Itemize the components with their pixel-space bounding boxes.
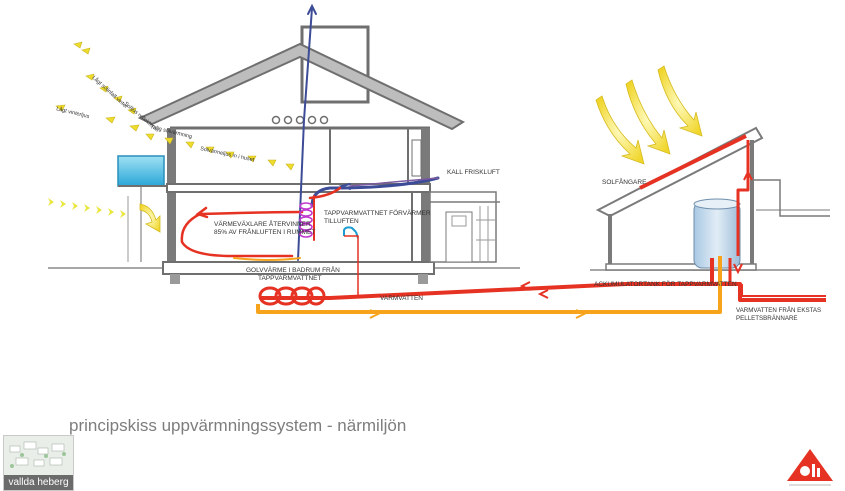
annex	[429, 191, 500, 263]
label-extern-1: VARMVATTEN FRÅN EKSTAS	[736, 307, 821, 314]
label-tilluften: TILLUFTEN	[324, 218, 359, 225]
pipe-arrows	[369, 169, 753, 319]
labels: KALL FRISKLUFT TAPPVARMVATTNET FÖRVÄRMER…	[214, 169, 821, 322]
pipes	[256, 140, 826, 314]
sun-arrows-left	[55, 41, 295, 171]
thumbnail-image	[4, 436, 73, 476]
sun-rays-horizontal	[48, 198, 126, 218]
label-ackumulatortank: ACKUMULATORTANK FÖR TAPPVARMVATTEN	[594, 280, 737, 288]
house-main	[137, 25, 466, 284]
tap-pipe	[344, 235, 359, 296]
thumbnail[interactable]: vallda heberg	[3, 435, 74, 491]
label-tappvarm-forvarmer: TAPPVARMVATTNET FÖRVÄRMER	[324, 209, 431, 217]
sun-text-5: Solvärmeljus in i huset	[200, 146, 256, 163]
accumulator-tank	[693, 198, 741, 269]
solar-collector	[639, 134, 747, 190]
label-kall-friskluft: KALL FRISKLUFT	[447, 169, 500, 176]
label-golvvarme-2: TAPPVARMVATTNET	[258, 275, 321, 282]
label-varmevaxlare-1: VÄRMEVÄXLARE ÅTERVINNER	[214, 219, 311, 228]
company-logo	[787, 449, 833, 486]
caption: principskiss uppvärmningssystem - närmil…	[69, 416, 407, 435]
label-varmevaxlare-2: 85% AV FRÅNLUFTEN I RUMMET	[214, 227, 315, 236]
sun-arrows-right	[595, 65, 703, 165]
thumbnail-label: vallda heberg	[4, 475, 73, 490]
label-solfangare: SOLFÅNGARE	[602, 177, 647, 186]
glass-balcony	[117, 155, 168, 262]
heat-recovery-loop	[180, 186, 342, 261]
label-golvvarme-1: GOLVVÄRME I BADRUM FRÅN	[246, 265, 340, 274]
label-extern-2: PELLETSBRÄNNARE	[736, 315, 798, 322]
sun-arrow-house	[139, 203, 161, 233]
label-varmvatten: VARMVATTEN	[380, 295, 423, 302]
sun-text-3: Lågt vinterljus	[56, 105, 91, 120]
